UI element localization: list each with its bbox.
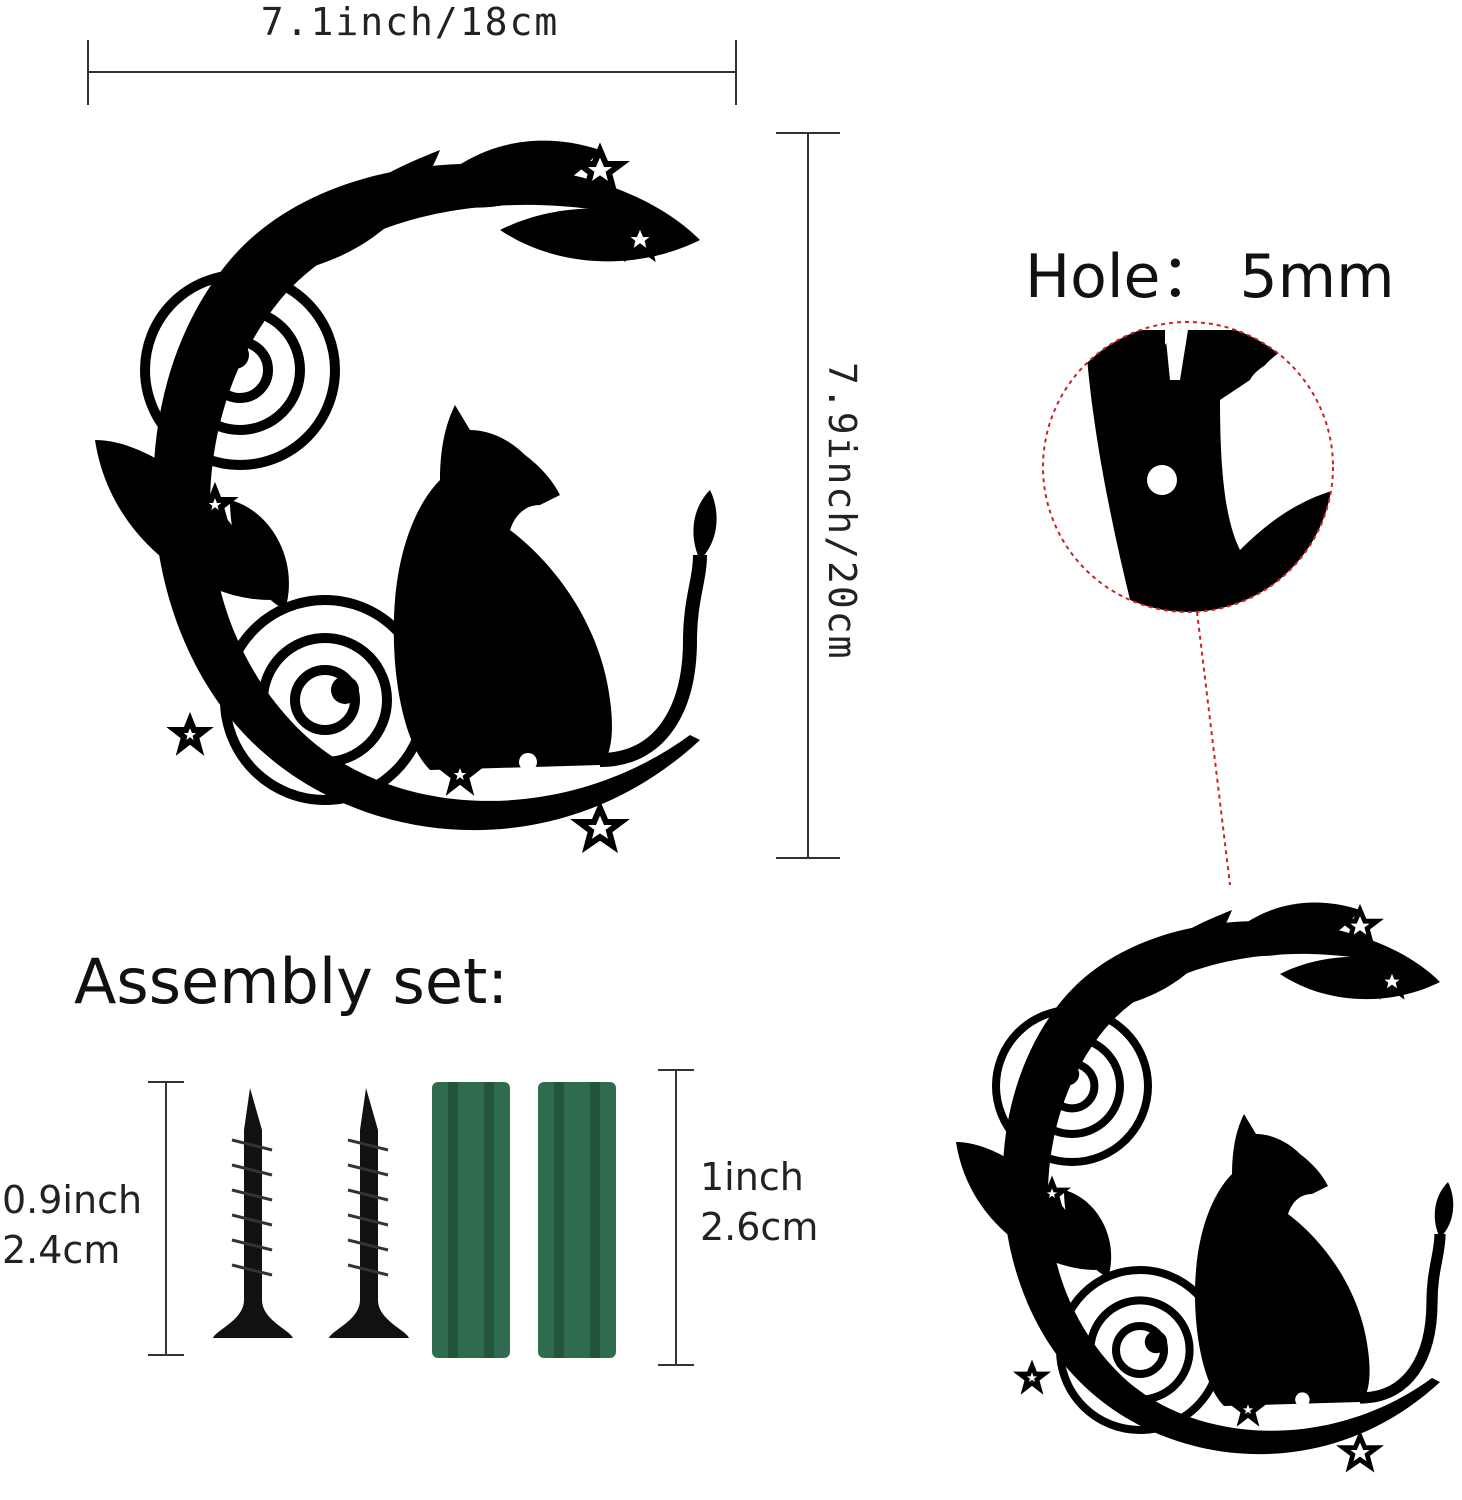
hole-zoom-detail (1042, 321, 1334, 886)
width-label: 7.1inch/18cm (260, 0, 560, 44)
hole-size-label: Hole： 5mm (1025, 242, 1395, 312)
anchor-length-inch: 1inch (700, 1155, 804, 1199)
height-label: 7.9inch/20cm (820, 362, 864, 661)
screw-icon (213, 1088, 293, 1338)
screw-dimension-line (148, 1081, 184, 1356)
cat-moon-sign-icon (95, 141, 717, 846)
anchor-dimension-label: 1inch 2.6cm (700, 1152, 818, 1252)
assembly-set-title: Assembly set: (74, 945, 509, 1018)
screw-dimension-label: 0.9inch 2.4cm (2, 1175, 142, 1275)
width-dimension-line (87, 40, 737, 105)
anchor-dimension-line (658, 1069, 694, 1366)
screw-length-cm: 2.4cm (2, 1228, 121, 1272)
wall-anchor-icon (538, 1082, 616, 1358)
anchor-length-cm: 2.6cm (700, 1205, 819, 1249)
screw-icon (329, 1088, 409, 1338)
height-dimension-line (776, 132, 840, 859)
wall-anchor-icon (432, 1082, 510, 1358)
screw-length-inch: 0.9inch (2, 1178, 143, 1222)
cat-moon-sign-small-icon (956, 903, 1453, 1467)
